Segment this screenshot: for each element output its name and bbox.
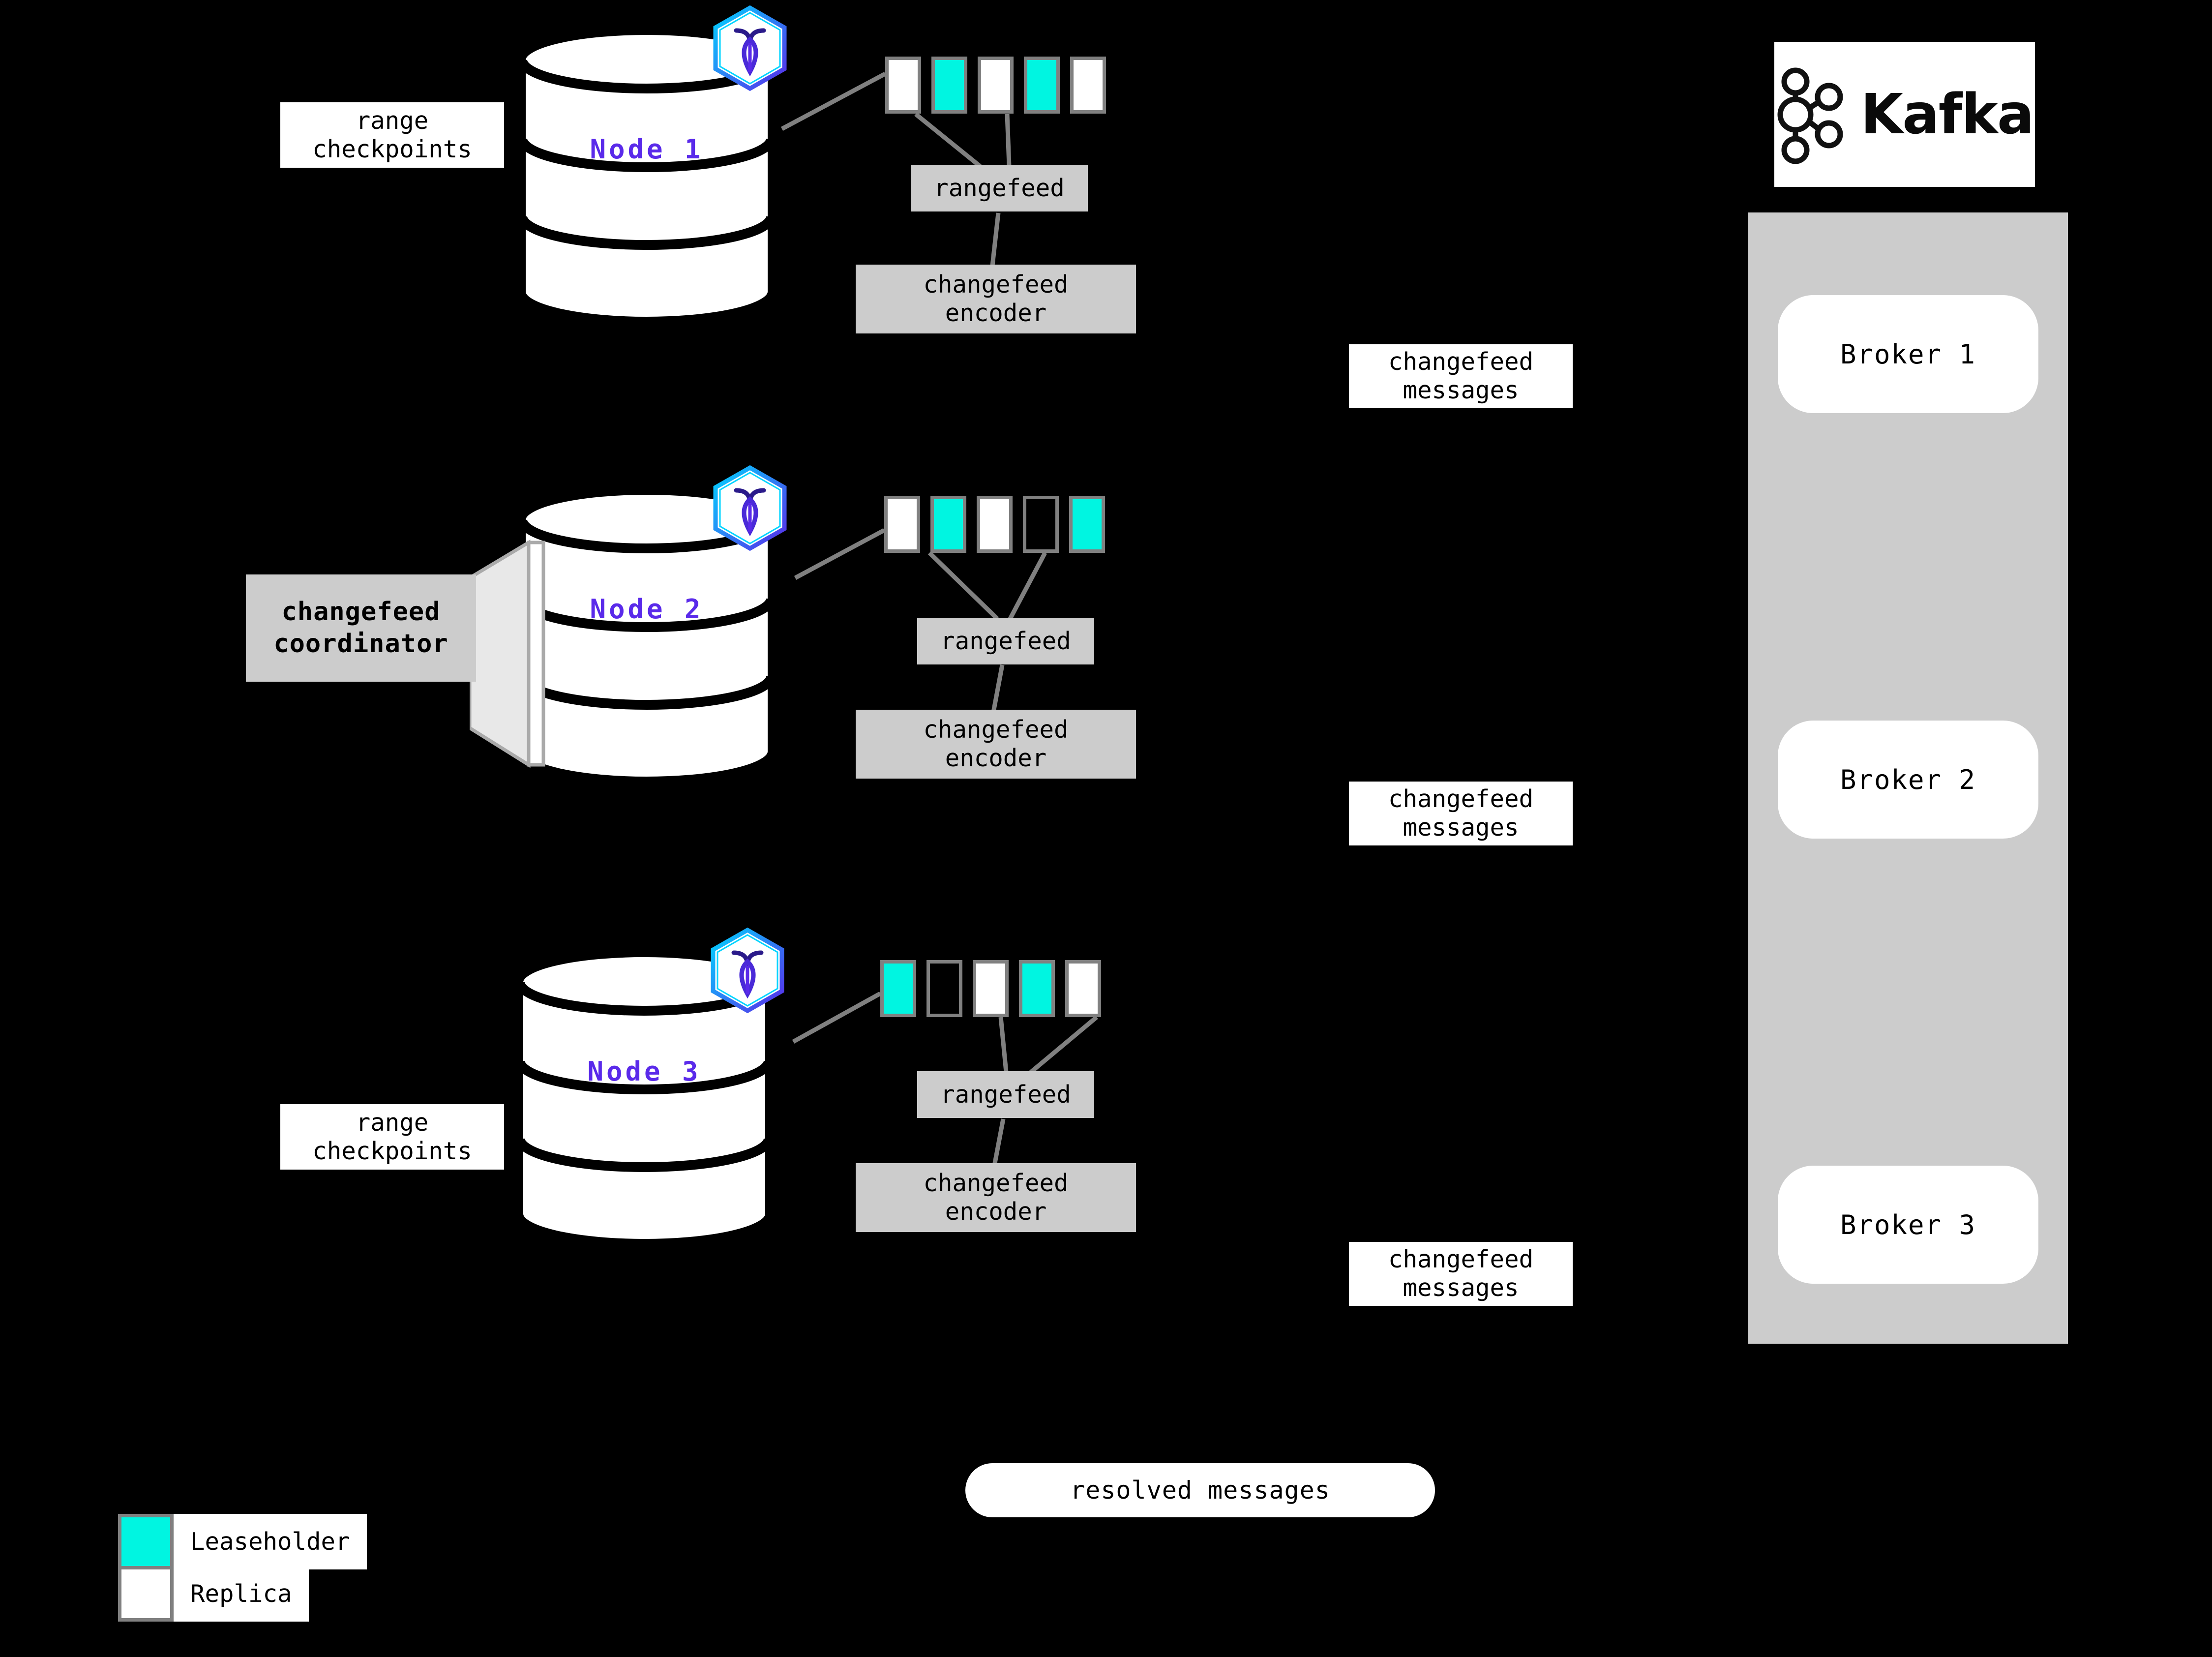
node-3-encoder-box[interactable]: changefeed encoder [856,1163,1136,1232]
changefeed-messages-line2: messages [1403,1274,1519,1302]
node-3-range-checkpoints-label: range checkpoints [280,1104,504,1170]
node-1-encoder-line1: changefeed [923,271,1069,299]
changefeed-messages-line1: changefeed [1388,348,1533,376]
node-2-ranges [884,496,1105,553]
node-1-label: Node 1 [590,134,704,165]
coordinator-line1: changefeed [281,597,441,627]
range-box[interactable] [930,496,966,553]
node-2-rangefeed-label: rangefeed [940,627,1071,655]
node-3-encoder-line1: changefeed [923,1169,1069,1198]
range-box[interactable] [880,960,916,1017]
range-checkpoints-line1: range [356,1108,429,1137]
legend-label-replica: Replica [174,1566,309,1622]
legend-label-leaseholder: Leaseholder [174,1514,367,1569]
range-checkpoints-line2: checkpoints [312,1137,472,1165]
coordinator-connector-flap [470,539,545,768]
cockroachdb-hex-icon [711,5,789,91]
range-box[interactable] [884,496,920,553]
range-box[interactable] [885,57,921,114]
changefeed-messages-line1: changefeed [1388,1245,1533,1274]
resolved-messages-pill[interactable]: resolved messages [965,1463,1435,1517]
range-box[interactable] [1019,960,1055,1017]
range-box[interactable] [1069,496,1105,553]
node-1-range-checkpoints-label: range checkpoints [280,102,504,168]
legend: Leaseholder Replica [118,1514,367,1622]
node-2-encoder-line2: encoder [945,744,1047,772]
changefeed-coordinator-box[interactable]: changefeed coordinator [246,574,476,682]
range-box[interactable] [973,960,1009,1017]
range-checkpoints-line1: range [356,106,429,135]
node-2-label: Node 2 [590,594,704,625]
range-box[interactable] [931,57,967,114]
range-checkpoints-line2: checkpoints [312,135,472,163]
cockroachdb-hex-icon [708,927,787,1014]
node-1-encoder-line2: encoder [945,299,1047,327]
range-box[interactable] [927,960,962,1017]
legend-item-leaseholder: Leaseholder [118,1514,367,1569]
legend-item-replica: Replica [118,1566,367,1622]
range-box[interactable] [1065,960,1101,1017]
range-box[interactable] [978,57,1014,114]
node-3-label: Node 3 [587,1056,701,1087]
node-2-encoder-box[interactable]: changefeed encoder [856,710,1136,779]
kafka-logo-box: Kafka [1774,42,2035,187]
kafka-wordmark: Kafka [1860,82,2034,147]
range-box[interactable] [1023,496,1059,553]
node-1-ranges [885,57,1106,114]
node-1-rangefeed-box[interactable]: rangefeed [911,165,1088,211]
range-box[interactable] [1070,57,1106,114]
broker-3-box[interactable]: Broker 3 [1778,1166,2038,1284]
broker-2-label: Broker 2 [1840,764,1976,795]
node-3-rangefeed-box[interactable]: rangefeed [917,1071,1094,1118]
kafka-nodes-icon [1777,67,1843,164]
changefeed-messages-line2: messages [1403,376,1519,404]
broker-1-box[interactable]: Broker 1 [1778,295,2038,413]
node-3-rangefeed-label: rangefeed [940,1080,1071,1109]
broker-3-label: Broker 3 [1840,1209,1976,1240]
range-box[interactable] [977,496,1013,553]
node-1-rangefeed-label: rangefeed [934,174,1065,202]
kafka-inbound-arrow [2092,337,2109,352]
broker-2-box[interactable]: Broker 2 [1778,721,2038,839]
changefeed-messages-label-1: changefeed messages [1349,344,1573,408]
node-3-ranges [880,960,1101,1017]
changefeed-messages-label-3: changefeed messages [1349,1242,1573,1306]
node-2-encoder-line1: changefeed [923,716,1069,744]
legend-swatch-leaseholder [118,1514,174,1569]
changefeed-messages-label-2: changefeed messages [1349,782,1573,845]
resolved-messages-label: resolved messages [1070,1476,1330,1505]
node-1-encoder-box[interactable]: changefeed encoder [856,265,1136,333]
legend-swatch-replica [118,1566,174,1622]
broker-1-label: Broker 1 [1840,338,1976,370]
cockroachdb-hex-icon [711,465,789,551]
coordinator-line2: coordinator [273,629,448,659]
changefeed-messages-line2: messages [1403,813,1519,842]
changefeed-messages-line1: changefeed [1388,785,1533,813]
range-box[interactable] [1024,57,1060,114]
node-3-encoder-line2: encoder [945,1198,1047,1226]
node-2-rangefeed-box[interactable]: rangefeed [917,618,1094,664]
